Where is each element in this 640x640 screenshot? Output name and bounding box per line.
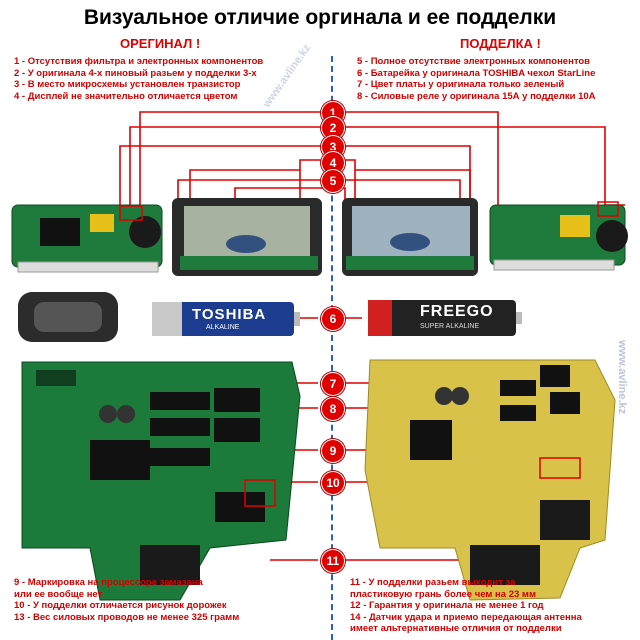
- fake-label: ПОДДЕЛКА !: [460, 36, 541, 51]
- center-divider: [331, 56, 333, 640]
- note-2: 2 - У оригинала 4-х пиновый разьем у под…: [14, 67, 257, 79]
- badge-9: 9: [321, 439, 345, 463]
- note-7: 7 - Цвет платы у оригинала только зелены…: [357, 79, 565, 90]
- toshiba-brand: TOSHIBA: [192, 306, 267, 323]
- note-1: 1 - Отсутствия фильтра и электронных ком…: [14, 56, 264, 67]
- note-9-cont: или ее вообще нет: [14, 588, 103, 600]
- note-9: 9 - Маркировка на процессоре замазана: [14, 577, 203, 588]
- note-8: 8 - Силовые реле у оригинала 15А у подде…: [357, 90, 596, 102]
- note-12: 12 - Гарантия у оригинала не менее 1 год: [350, 600, 544, 611]
- badge-11: 11: [321, 549, 345, 573]
- original-remote-board: [11, 204, 163, 273]
- freego-battery: [368, 300, 522, 336]
- note-6: 6 - Батарейка у оригинала TOSHIBA чехол …: [357, 67, 596, 79]
- note-3: 3 - В место микросхемы установлен транзи…: [14, 79, 241, 90]
- freego-sub: SUPER ALKALINE: [420, 323, 480, 330]
- badge-7: 7: [321, 372, 345, 396]
- notes-right-bottom: 11 - У подделки разьем выходит за пласти…: [350, 577, 582, 635]
- page-title: Визуальное отличие оргинала и ее подделк…: [83, 6, 557, 29]
- note-13: 13 - Вес силовых проводов не менее 325 г…: [14, 611, 240, 623]
- freego-brand: FREEGO: [420, 303, 494, 320]
- watermark-vertical: www.avline.kz: [616, 340, 628, 415]
- original-main-board: [21, 361, 301, 601]
- badge-6: 6: [321, 307, 345, 331]
- note-4: 4 - Дисплей не значительно отличается цв…: [14, 90, 238, 102]
- original-display: [172, 198, 322, 276]
- badge-8: 8: [321, 397, 345, 421]
- note-11: 11 - У подделки разьем выходит за: [350, 577, 516, 588]
- note-5: 5 - Полное отсутствие электронных компон…: [357, 56, 590, 67]
- fake-remote-board: [489, 201, 628, 271]
- starline-case: [18, 292, 118, 342]
- notes-right-top: 5 - Полное отсутствие электронных компон…: [357, 56, 596, 102]
- note-11-cont: пластиковую грань более чем на 23 мм: [350, 588, 536, 600]
- notes-left-top: 1 - Отсутствия фильтра и электронных ком…: [14, 56, 263, 102]
- badge-10: 10: [321, 471, 345, 495]
- toshiba-battery: [152, 302, 300, 336]
- note-10: 10 - У подделки отличается рисунок дорож…: [14, 600, 227, 611]
- note-14: 14 - Датчик удара и приемо передающая ан…: [350, 611, 582, 623]
- original-label: ОРЕГИНАЛ !: [120, 36, 201, 51]
- fake-main-board: [364, 359, 616, 601]
- badge-5: 5: [321, 169, 345, 193]
- fake-display: [342, 198, 478, 276]
- note-14-cont: имеет альтернативные отличия от подделки: [350, 623, 562, 634]
- toshiba-sub: ALKALINE: [206, 324, 240, 331]
- notes-left-bottom: 9 - Маркировка на процессоре замазана ил…: [14, 577, 239, 623]
